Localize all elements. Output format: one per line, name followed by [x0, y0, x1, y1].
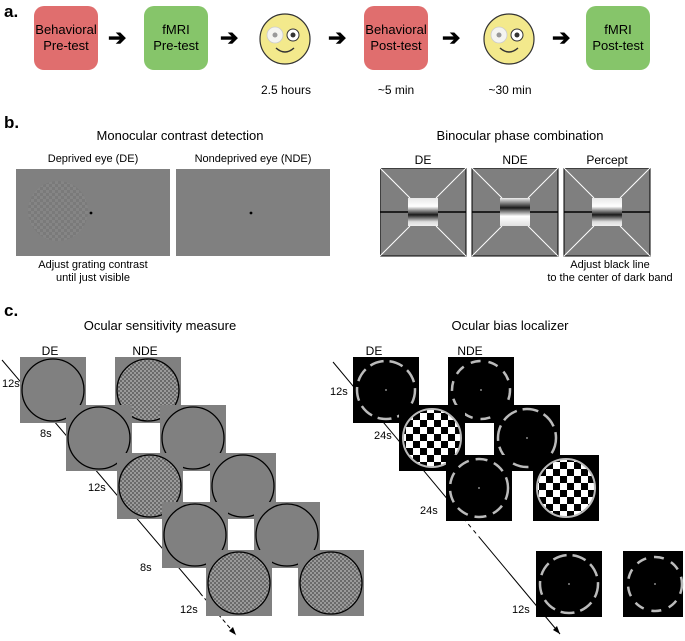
- panel-a-label: a.: [4, 2, 19, 21]
- bias-row-3: [446, 455, 599, 521]
- arrow-right-icon: ➔: [328, 25, 347, 50]
- bias-row-4: [536, 551, 684, 617]
- fixation-dot: [89, 211, 93, 215]
- monocular-deprivation-face-icon: [483, 13, 535, 65]
- step-line2: Post-test: [592, 38, 644, 53]
- step-line2: Pre-test: [43, 38, 89, 53]
- duration-tick: 12s: [88, 482, 106, 494]
- nde-screen-label: Nondeprived eye (NDE): [194, 153, 312, 165]
- col-de-label: DE: [365, 344, 383, 358]
- duration-label: 2.5 hours: [260, 83, 312, 97]
- tile-row-3: [117, 453, 276, 519]
- de-contrast-screen: [16, 169, 170, 256]
- col-nde-label: NDE: [457, 344, 483, 358]
- arrow-right-icon: ➔: [108, 25, 127, 50]
- caption-line: Adjust black line: [570, 259, 650, 271]
- step-line1: Behavioral: [35, 22, 97, 37]
- tile-row-5: [206, 550, 364, 616]
- phase-box-percept: [563, 168, 651, 257]
- monocular-title: Monocular contrast detection: [96, 128, 264, 143]
- step-line2: Post-test: [370, 38, 422, 53]
- arrow-right-icon: ➔: [442, 25, 461, 50]
- panel-b-label: b.: [4, 113, 20, 132]
- caption-line: to the center of dark band: [547, 272, 673, 284]
- phase-box-de: [380, 168, 467, 257]
- arrow-right-icon: ➔: [552, 25, 571, 50]
- timeline-arrowhead: [229, 627, 236, 635]
- bias-row-2: [399, 405, 560, 471]
- duration-tick: 12s: [512, 604, 530, 616]
- nde-contrast-screen: [176, 169, 330, 256]
- phase-col-label: DE: [414, 153, 432, 167]
- phase-col-label: Percept: [586, 153, 628, 167]
- timeline-arrowhead: [553, 626, 560, 634]
- duration-label: ~30 min: [488, 83, 532, 97]
- step-line2: Pre-test: [153, 38, 199, 53]
- col-de-label: DE: [41, 344, 59, 358]
- ocular-sensitivity-title: Ocular sensitivity measure: [83, 318, 237, 333]
- fixation-dot: [249, 211, 253, 215]
- duration-label: ~5 min: [377, 83, 415, 97]
- phase-caption: Adjust black line to the center of dark …: [540, 259, 680, 285]
- phase-box-nde: [471, 168, 559, 257]
- caption-line: until just visible: [56, 272, 130, 284]
- duration-tick: 12s: [180, 604, 198, 616]
- arrow-right-icon: ➔: [220, 25, 239, 50]
- ocular-bias-title: Ocular bias localizer: [451, 318, 569, 333]
- step-line1: Behavioral: [365, 22, 427, 37]
- phase-stimuli: [380, 168, 651, 257]
- step-line1: fMRI: [604, 22, 632, 37]
- de-screen-label: Deprived eye (DE): [47, 153, 139, 165]
- phase-col-label: NDE: [502, 153, 528, 167]
- duration-tick: 24s: [374, 430, 392, 442]
- caption-line: Adjust grating contrast: [38, 259, 148, 271]
- faint-grating: [28, 181, 88, 241]
- panel-c-label: c.: [4, 301, 19, 320]
- duration-tick: 24s: [420, 505, 438, 517]
- monocular-deprivation-face-icon: [259, 13, 311, 65]
- binocular-title: Binocular phase combination: [436, 128, 604, 143]
- duration-tick: 8s: [140, 562, 152, 574]
- step-line1: fMRI: [162, 22, 190, 37]
- duration-tick: 12s: [330, 386, 348, 398]
- duration-tick: 8s: [40, 428, 52, 440]
- duration-tick: 12s: [2, 378, 20, 390]
- col-nde-label: NDE: [132, 344, 158, 358]
- contrast-caption: Adjust grating contrast until just visib…: [16, 259, 170, 285]
